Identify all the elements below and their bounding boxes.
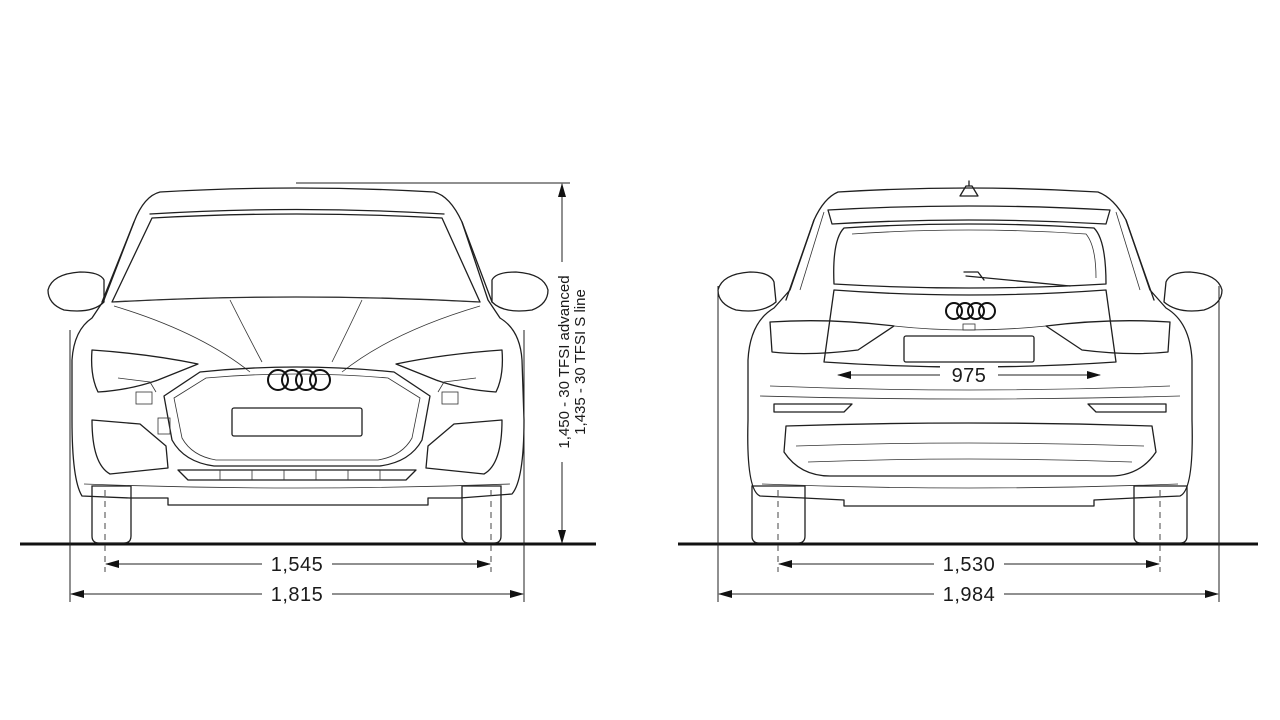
front-right-mirror [491, 271, 549, 312]
rear-left-tail-light [769, 320, 895, 355]
front-width-label: 1,815 [271, 584, 324, 606]
front-windshield [111, 213, 481, 303]
front-hood-crease-right [341, 305, 481, 373]
front-lower-lip [177, 469, 417, 481]
front-left-drl [117, 377, 157, 393]
front-left-headlight [90, 349, 199, 393]
rear-left-reflector [773, 403, 853, 413]
rear-right-side-glass [1115, 211, 1141, 291]
front-right-intake [425, 419, 503, 475]
front-body-outline [71, 187, 525, 506]
rear-right-reflector [1087, 403, 1167, 413]
rear-release-handle [962, 323, 976, 331]
front-hood-line [111, 296, 481, 303]
rear-light-bar [893, 325, 1047, 331]
rear-spoiler [827, 205, 1111, 225]
rear-bumper-upper [769, 385, 1171, 391]
front-height-label-advanced: 1,450 - 30 TFSI advanced [556, 275, 573, 448]
rear-left-c-pillar [785, 219, 815, 301]
front-left-a-pillar [101, 221, 135, 303]
rear-left-mirror [717, 271, 777, 312]
rear-right-mirror [1163, 271, 1223, 312]
rear-bumper-line [759, 395, 1181, 400]
front-left-tyre [91, 485, 132, 544]
front-splitter-segments [219, 470, 381, 480]
rear-bumper-lower [761, 483, 1179, 489]
rear-right-tail-light [1045, 320, 1171, 355]
front-right-headlight [395, 349, 504, 393]
front-left-sensor [135, 391, 153, 405]
rear-diffuser-inner [795, 442, 1145, 463]
front-right-a-pillar [461, 221, 493, 303]
rear-antenna-fin [959, 185, 979, 197]
front-height-label-s-line: 1,435 - 30 TFSI S line [572, 289, 589, 435]
front-left-intake [91, 419, 169, 475]
rear-license-plate [903, 335, 1035, 363]
front-license-plate [231, 407, 363, 437]
front-hood-center-left [229, 299, 263, 363]
front-right-drl [437, 377, 477, 393]
front-right-sensor [441, 391, 459, 405]
rear-tailgate [823, 289, 1117, 368]
rear-track-label: 1,530 [943, 554, 996, 576]
rear-window [833, 223, 1107, 289]
rear-window-inner [851, 229, 1097, 279]
front-fog-slot [157, 417, 171, 435]
four-rings-logo-front [267, 369, 331, 391]
front-track-label: 1,545 [271, 554, 324, 576]
rear-right-c-pillar [1125, 219, 1155, 301]
front-right-tyre [461, 485, 502, 544]
front-grille-inner [173, 373, 421, 461]
front-bumper-lower [83, 483, 511, 489]
front-hood-center-right [331, 299, 363, 363]
front-roof-line [149, 208, 445, 215]
rear-left-side-glass [799, 211, 825, 291]
rear-width-label: 1,984 [943, 584, 996, 606]
four-rings-logo-rear [945, 302, 996, 320]
front-view-car [20, 187, 596, 546]
rear-body-outline [747, 187, 1193, 507]
rear-wiper [963, 271, 1071, 287]
front-left-mirror [47, 271, 105, 312]
rear-view-car [678, 180, 1258, 546]
front-dimensions: 1,545 1,815 1,450 - 30 TFSI advanced 1,4… [69, 182, 589, 606]
front-grille [163, 366, 431, 467]
rear-tailgate-label: 975 [952, 365, 987, 387]
front-hood-crease-left [113, 305, 251, 373]
rear-dimensions: 975 1,530 1,984 [717, 286, 1220, 606]
rear-diffuser [783, 422, 1157, 477]
